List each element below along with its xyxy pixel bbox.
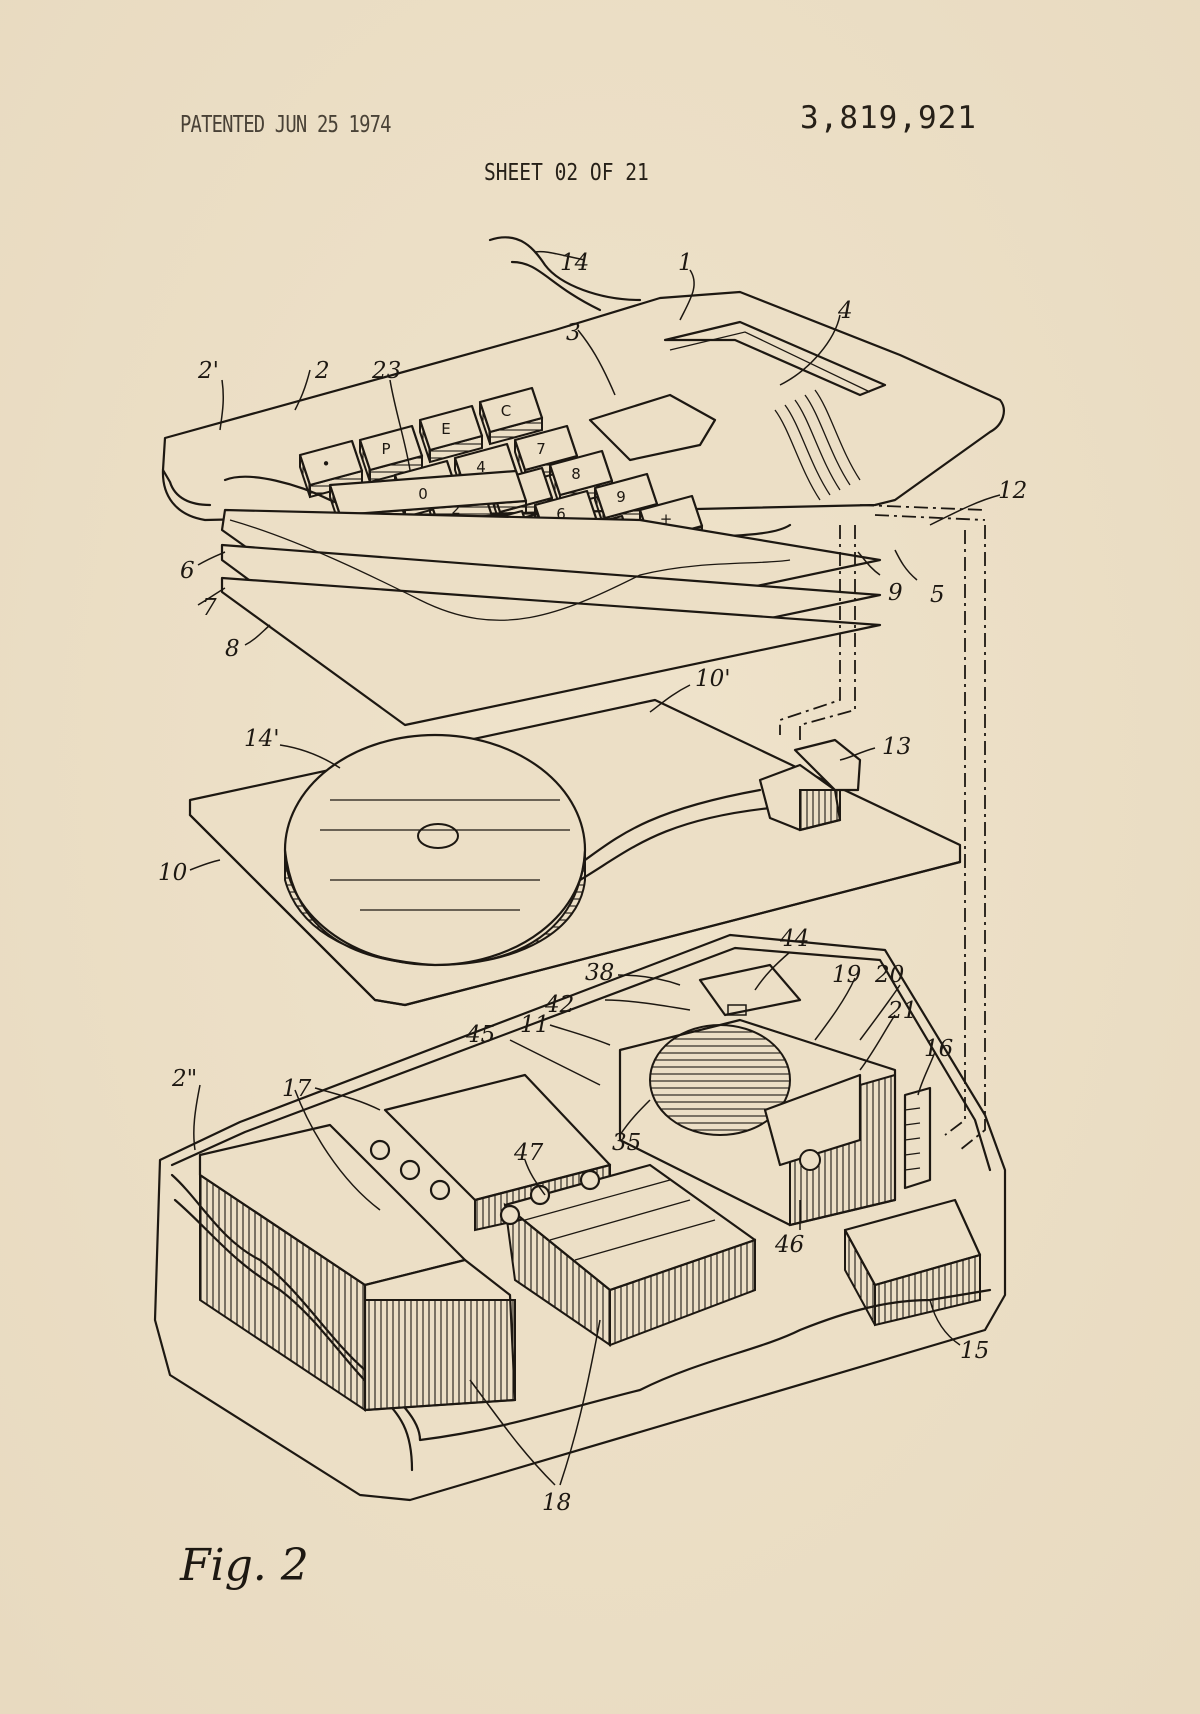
ref-35: 35 [612, 1130, 641, 1156]
ref-12: 12 [998, 478, 1027, 504]
connection-lines [779, 504, 986, 1151]
key-glyph: E [441, 420, 450, 438]
ref-23: 23 [371, 358, 401, 384]
ref-2-double-prime: 2" [171, 1066, 197, 1092]
key-3: C [478, 386, 544, 446]
leader-lines [189, 250, 1001, 1486]
layer-8 [220, 576, 882, 727]
ref-38: 38 [585, 960, 614, 986]
key-glyph: P [381, 440, 390, 458]
ref-1: 1 [678, 250, 693, 276]
ref-16: 16 [924, 1036, 953, 1062]
ref-47: 47 [513, 1140, 544, 1166]
ref-17: 17 [282, 1076, 312, 1102]
key-glyph: 4 [476, 458, 486, 476]
ref-45: 45 [465, 1022, 495, 1048]
ref-9: 9 [888, 580, 903, 606]
membrane-layers [220, 508, 882, 727]
ref-2-prime: 2' [197, 358, 219, 384]
ref-14-prime: 14' [244, 726, 280, 752]
ref-44: 44 [779, 926, 809, 952]
ref-42: 42 [544, 992, 574, 1018]
key-glyph: 8 [571, 465, 581, 483]
key-glyph: C [501, 402, 511, 420]
ref-14: 14 [560, 250, 589, 276]
ribbon-cable-14 [488, 236, 642, 302]
flex-cable-4 [774, 389, 861, 501]
ref-10-prime: 10' [695, 666, 731, 692]
ref-2: 2 [314, 358, 330, 384]
connector-3 [588, 393, 717, 462]
ref-11: 11 [520, 1012, 549, 1038]
ref-13: 13 [882, 734, 911, 760]
ref-6: 6 [180, 558, 195, 584]
ref-20: 20 [874, 962, 904, 988]
ref-15: 15 [960, 1338, 989, 1364]
key-glyph: 9 [616, 488, 626, 506]
ref-8: 8 [225, 636, 240, 662]
ref-3: 3 [566, 320, 581, 346]
ref-19: 19 [832, 962, 861, 988]
ref-5: 5 [930, 582, 945, 608]
sheet-number: SHEET 02 OF 21 [484, 160, 649, 186]
ref-21: 21 [887, 998, 917, 1024]
key-glyph: • [322, 455, 331, 473]
ref-18: 18 [542, 1490, 571, 1516]
patent-number: 3,819,921 [800, 100, 977, 136]
key-glyph: 6 [556, 505, 566, 523]
key-2: E [418, 404, 484, 464]
circuit-board-10 [188, 698, 962, 1007]
ref-10: 10 [158, 860, 187, 886]
key-1: P [358, 424, 424, 484]
ref-46: 46 [774, 1232, 804, 1258]
patent-date-stamp: PATENTED JUN 25 1974 [180, 112, 392, 138]
bottom-housing [153, 933, 1007, 1502]
ref-7: 7 [202, 595, 217, 621]
reference-numerals: 14 1 4 3 2' 2 23 12 6 9 5 7 8 10' 14' 13… [158, 250, 1027, 1516]
figure-label: Fig. 2 [179, 1540, 309, 1591]
key-glyph: 0 [418, 485, 428, 503]
key-glyph: 7 [536, 440, 546, 458]
ref-4: 4 [837, 298, 853, 324]
